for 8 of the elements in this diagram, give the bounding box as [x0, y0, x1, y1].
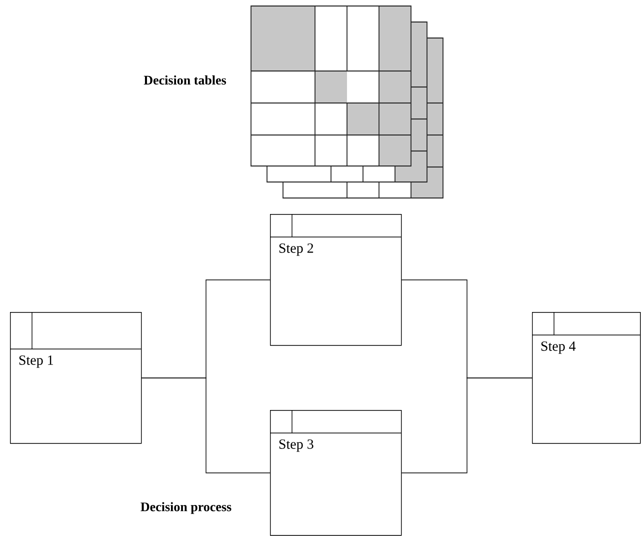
step-box: Step 4	[532, 312, 641, 444]
caption-label: Decision process	[140, 502, 232, 514]
connector-line	[401, 378, 532, 474]
connector-line	[141, 378, 270, 474]
step-box: Step 3	[270, 410, 402, 536]
caption-label: Decision tables	[144, 75, 226, 85]
step-box: Step 1	[10, 312, 142, 444]
step-box: Step 2	[270, 214, 402, 346]
